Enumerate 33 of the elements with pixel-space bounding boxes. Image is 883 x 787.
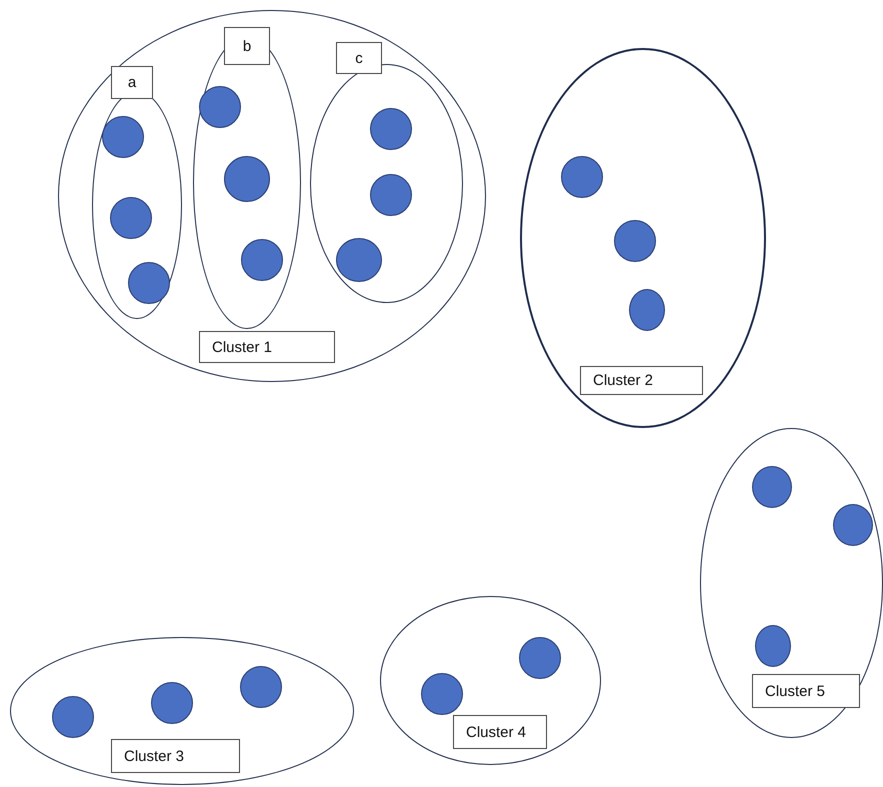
data-point bbox=[241, 239, 283, 281]
data-point bbox=[128, 262, 170, 304]
cluster-label: b bbox=[224, 27, 270, 65]
data-point bbox=[224, 156, 270, 202]
cluster-ellipse bbox=[520, 48, 766, 428]
data-point bbox=[110, 197, 152, 239]
data-point bbox=[370, 174, 412, 216]
cluster-ellipse bbox=[10, 637, 354, 785]
data-point bbox=[370, 108, 412, 150]
cluster-ellipse bbox=[700, 428, 883, 738]
data-point bbox=[561, 156, 603, 198]
cluster-label: Cluster 1 bbox=[199, 331, 335, 363]
cluster-label: a bbox=[111, 66, 153, 99]
data-point bbox=[199, 86, 241, 128]
data-point bbox=[102, 116, 144, 158]
data-point bbox=[629, 289, 665, 331]
data-point bbox=[52, 696, 94, 738]
data-point bbox=[519, 637, 561, 679]
cluster-label: Cluster 4 bbox=[453, 715, 547, 749]
data-point bbox=[755, 625, 791, 667]
cluster-label: Cluster 3 bbox=[111, 739, 240, 773]
cluster-label: Cluster 2 bbox=[580, 366, 703, 395]
cluster-label: Cluster 5 bbox=[752, 674, 860, 708]
cluster-ellipse bbox=[380, 596, 601, 765]
cluster-label: c bbox=[336, 42, 382, 74]
cluster-ellipse bbox=[58, 10, 486, 382]
data-point bbox=[421, 673, 463, 715]
data-point bbox=[240, 666, 282, 708]
data-point bbox=[614, 220, 656, 262]
data-point bbox=[336, 238, 382, 282]
data-point bbox=[833, 504, 873, 546]
data-point bbox=[752, 466, 792, 508]
data-point bbox=[151, 682, 193, 724]
